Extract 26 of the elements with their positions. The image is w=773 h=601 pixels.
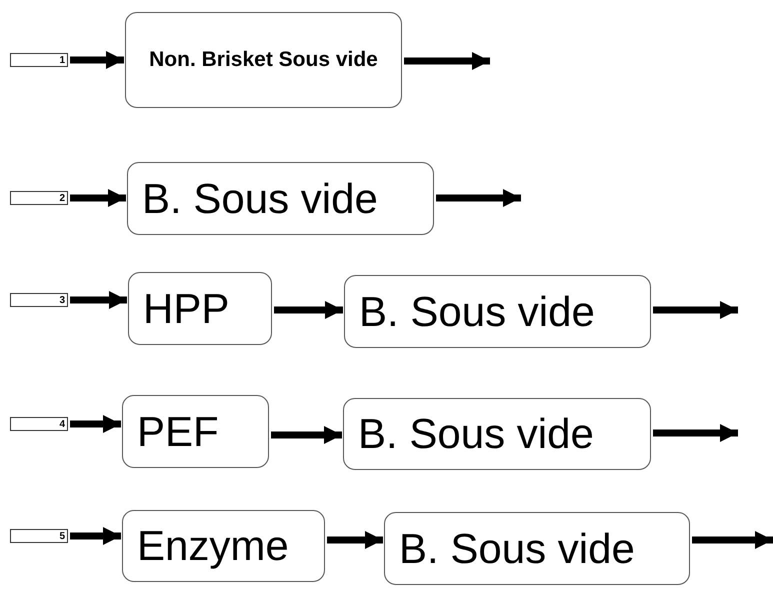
arrow bbox=[271, 426, 342, 444]
number-tag: 1 bbox=[10, 53, 68, 67]
arrow bbox=[70, 51, 124, 69]
arrow bbox=[692, 531, 773, 549]
arrow bbox=[70, 189, 126, 207]
process-box: Enzyme bbox=[122, 510, 325, 582]
arrow bbox=[70, 527, 121, 545]
arrow bbox=[274, 301, 343, 319]
process-box: B. Sous vide bbox=[127, 162, 434, 235]
arrow bbox=[404, 52, 490, 70]
process-box: HPP bbox=[128, 272, 272, 345]
arrow bbox=[653, 301, 738, 319]
number-tag: 4 bbox=[10, 417, 68, 431]
arrow bbox=[70, 415, 121, 433]
number-tag: 2 bbox=[10, 191, 68, 205]
arrow bbox=[70, 291, 127, 309]
arrow bbox=[327, 531, 383, 549]
arrow bbox=[436, 189, 521, 207]
arrow bbox=[653, 424, 738, 442]
number-tag: 3 bbox=[10, 293, 68, 307]
process-box: B. Sous vide bbox=[384, 512, 690, 585]
number-tag: 5 bbox=[10, 529, 68, 543]
process-box: B. Sous vide bbox=[344, 275, 651, 348]
process-box: Non. Brisket Sous vide bbox=[125, 12, 402, 108]
process-box: PEF bbox=[122, 395, 269, 468]
process-box: B. Sous vide bbox=[343, 398, 651, 470]
